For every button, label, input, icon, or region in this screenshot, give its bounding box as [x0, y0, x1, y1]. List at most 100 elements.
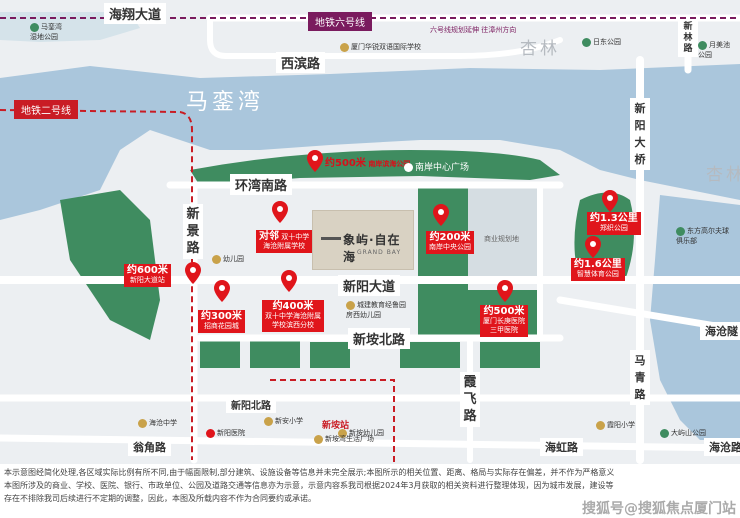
callout-distance: 约500米	[325, 158, 366, 169]
callout-seaside-park: 约500米 南岸滨海公园	[322, 157, 413, 171]
callout-label: 双十中学	[281, 233, 310, 241]
poi-label: 城建教育经鲁园 房西幼儿园	[346, 301, 406, 319]
callout-distance: 约400米	[272, 301, 314, 312]
metro-line2-label: 地铁二号线	[14, 100, 78, 119]
poi-xinan-plaza: 新垵湾生活广场	[314, 434, 374, 444]
callout-changgung-hospital: 约500米 厦门长庚医院 三甲医院	[480, 305, 528, 337]
location-pin-icon	[433, 204, 449, 226]
west-green	[60, 190, 160, 340]
callout-label: 智慧体育公园	[576, 270, 619, 278]
location-pin-icon	[272, 201, 288, 223]
road-xinlin: 新林路	[678, 20, 698, 57]
callout-label: 双十中学海沧附属	[265, 312, 321, 320]
park-icon	[582, 37, 591, 47]
park-icon	[30, 22, 39, 32]
park-icon	[698, 40, 707, 50]
poi-kindergarten: 幼儿园	[212, 254, 244, 264]
school-icon	[212, 254, 221, 264]
poi-label: 大屿山公园	[671, 429, 706, 437]
callout-label: 海沧附属学校	[263, 242, 306, 250]
poi-label: 新安小学	[275, 417, 303, 425]
callout-distance: 约200米	[429, 232, 471, 243]
project-name: 象屿·自在海	[343, 233, 401, 264]
callout-label: 招商花园城	[203, 322, 239, 330]
poi-ridong-park: 日东公园	[582, 37, 621, 47]
callout-label: 南岸滨海公园	[368, 160, 411, 168]
park-icon	[660, 428, 669, 438]
poi-nanan-square: 南岸中心广场	[404, 160, 469, 173]
location-pin-icon	[185, 262, 201, 284]
poi-huacheng-school: 厦门华锐双语国际学校	[340, 42, 421, 52]
poi-dongfang-golf: 东方高尔夫球 俱乐部	[676, 226, 729, 246]
poi-yuemei-park: 月美池 公园	[698, 40, 730, 60]
poi-label: 日东公园	[593, 38, 621, 46]
callout-xinyang-station: 约600米 新阳大道站	[124, 264, 171, 287]
callout-label: 新阳大道站	[129, 276, 165, 284]
area-xinglin-east: 杏林	[706, 165, 740, 185]
poi-label: 幼儿园	[223, 255, 244, 263]
metro-line6-extension: 六号线规划延伸 往漳州方向	[430, 26, 517, 34]
location-pin-icon	[602, 190, 618, 212]
road-xibin: 西滨路	[276, 52, 326, 73]
watermark: 搜狐号@搜狐焦点厦门站	[582, 501, 736, 517]
callout-distance: 约1.3公里	[590, 213, 638, 224]
location-pin-icon	[497, 280, 513, 302]
road-xinyangbridge: 新阳大桥	[630, 98, 650, 170]
poi-label: 月美池 公园	[698, 41, 730, 59]
poi-xinyang-hospital: 新阳医院	[206, 428, 245, 438]
disclaimer-line: 本图所涉及的商业、学校、医院、银行、市政单位、公园及道路交通等信息亦为示意，示意…	[4, 481, 614, 490]
poi-label: 马銮湾 湿地公园	[30, 23, 62, 41]
road-xinyang: 新阳大道	[338, 275, 401, 296]
metro-line6-label: 地铁六号线	[308, 12, 372, 31]
shopping-icon	[314, 434, 323, 444]
road-haicang: 海沧路	[704, 438, 740, 456]
callout-distance: 对邻	[259, 231, 279, 242]
road-maqing: 马青路	[630, 350, 650, 405]
poi-maluan-wetland: 马銮湾 湿地公园	[30, 22, 62, 42]
callout-label: 郑织公园	[599, 224, 628, 232]
bay-water-east	[650, 195, 740, 440]
callout-label: 厦门长庚医院	[483, 317, 525, 325]
project-en: GRAND BAY	[357, 249, 402, 256]
callout-zhengzhi-park: 约1.3公里 郑织公园	[587, 212, 641, 235]
hospital-icon	[206, 428, 215, 438]
area-xinglin-north: 杏林	[520, 39, 560, 59]
road-xinbeibei: 新垵北路	[348, 328, 411, 349]
road-haicang-tunnel: 海沧隧	[700, 322, 740, 340]
school-icon	[596, 420, 605, 430]
poi-label: 厦门华锐双语国际学校	[351, 43, 421, 51]
poi-business-plot: 商业规划地	[484, 235, 519, 243]
road-wengjiao: 翁角路	[128, 438, 171, 456]
disclaimer-line: 存在不排除我司后续进行不定期的调整，因此，本图及所载内容不作为合同要约或承诺。	[4, 494, 316, 503]
poi-label: 南岸中心广场	[415, 163, 470, 173]
poi-label: 新阳医院	[217, 429, 245, 437]
location-pin-icon	[281, 270, 297, 292]
project-logo: 象屿·自在海 GRAND BAY	[312, 210, 414, 270]
road-xiafei: 霞飞路	[460, 372, 480, 427]
poi-xiayang-primary: 霞阳小学	[596, 420, 635, 430]
location-pin-icon	[585, 236, 601, 258]
school-icon	[338, 428, 347, 438]
road-xinyangbei: 新阳北路	[226, 396, 276, 413]
poi-label: 新垵湾生活广场	[325, 435, 374, 443]
callout-distance: 约1.6公里	[574, 259, 622, 270]
bay-water	[0, 64, 740, 220]
poi-haicang-middle: 海沧中学	[138, 418, 177, 428]
location-pin-icon	[214, 280, 230, 302]
poi-xinan-kindergarten: 新垵幼儿园	[338, 428, 384, 438]
poi-xinan-primary: 新安小学	[264, 416, 303, 426]
callout-label: 南岸中央公园	[429, 243, 471, 251]
location-pin-icon	[307, 150, 323, 172]
road-haixiang: 海翔大道	[104, 3, 167, 24]
callout-distance: 约300米	[201, 311, 242, 322]
callout-distance: 约500米	[483, 306, 525, 317]
poi-chengjian-kindergarten: 城建教育经鲁园 房西幼儿园	[346, 300, 406, 320]
poi-label: 新垵幼儿园	[349, 429, 384, 437]
school-icon	[346, 300, 355, 310]
callout-shuangshi-binxi: 约400米 双十中学海沧附属 学校滨西分校	[262, 300, 324, 332]
poi-dayu-park: 大屿山公园	[660, 428, 706, 438]
poi-label: 海沧中学	[149, 419, 177, 427]
golf-icon	[676, 226, 685, 236]
road-xinjing: 新景路	[183, 204, 203, 259]
callout-central-park: 约200米 南岸中央公园	[426, 231, 474, 254]
